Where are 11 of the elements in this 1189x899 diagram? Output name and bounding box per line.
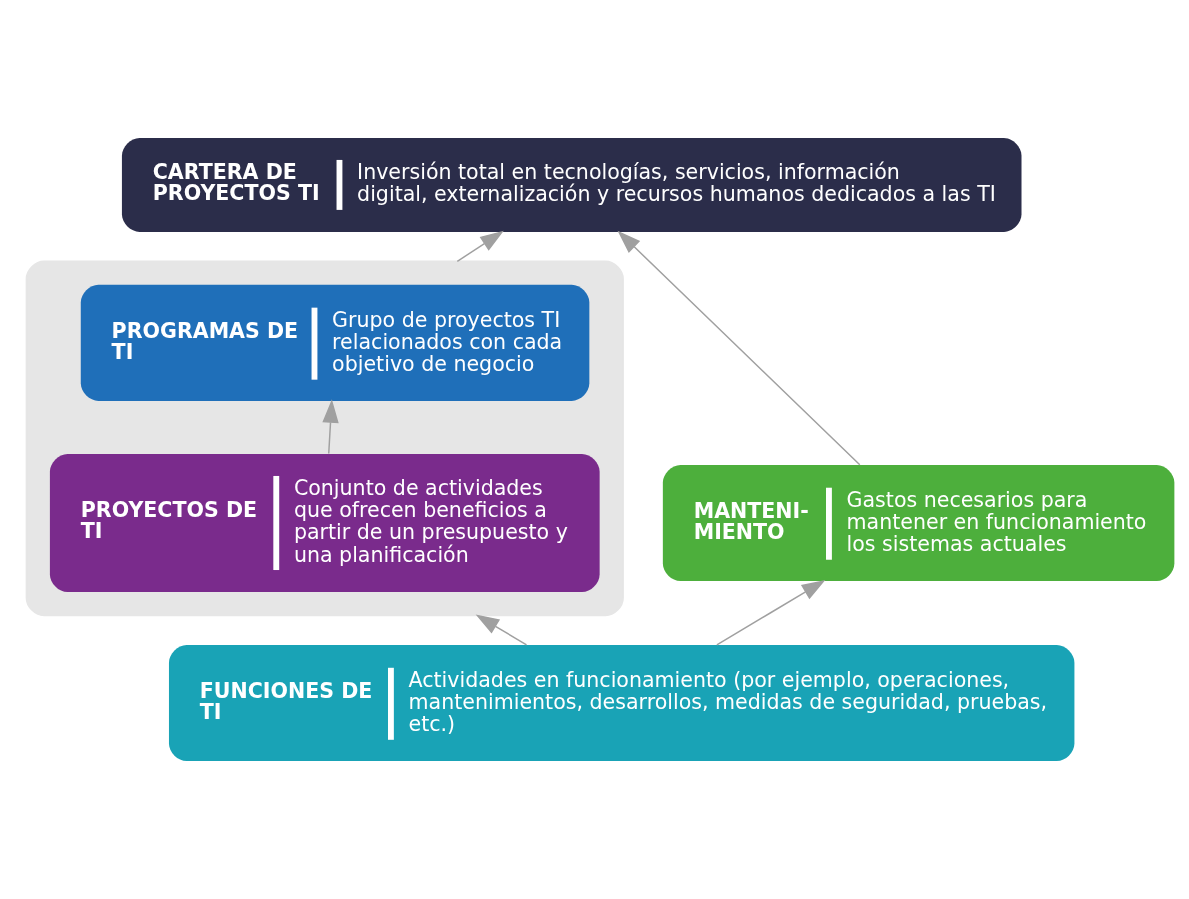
node-box: PROYECTOS DE TI Conjunto de actividades que ofrecen beneficios a partir de un presupuesto y una planificación [49,453,600,593]
arrow [456,230,504,263]
node-box: CARTERA DE PROYECTOS TI Inversión total en tecnologías, servicios, información digital, externalización y recursos humanos dedicados a las TI [121,137,1022,232]
node-box: FUNCIONES DE TI Actividades en funcionamiento (por ejemplo, operaciones, mantenimientos, desarrollos, medidas de seguridad, pruebas, etc.) [168,645,1075,762]
cluster [25,260,624,617]
arrow [716,580,826,646]
node-box: MANTENI- MIENTO Gastos necesarios para mantener en funcionamiento los sistemas actuales [662,464,1175,582]
arrow [475,614,528,646]
arrow [617,230,861,466]
arrow [322,399,339,455]
node-box: PROGRAMAS DE TI Grupo de proyectos TI relacionados con cada objetivo de negocio [80,284,590,401]
